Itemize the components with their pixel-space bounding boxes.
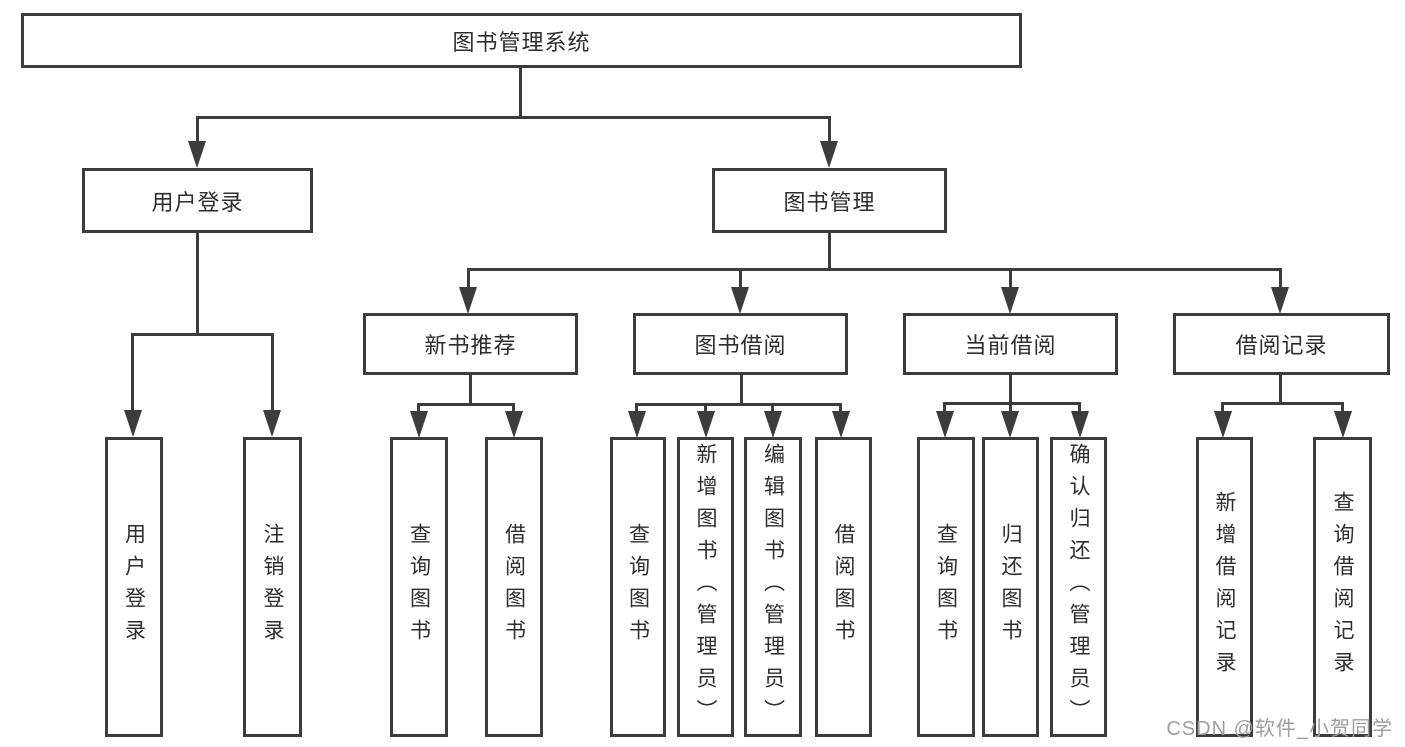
node-book-management: 图书管理 xyxy=(712,168,947,233)
connector-bor-stub-1 xyxy=(635,403,638,415)
connector-cur-stub-2 xyxy=(1009,402,1012,414)
arrowhead-current xyxy=(1001,287,1019,314)
node-label: 注销登录 xyxy=(261,523,285,651)
node-label: 新书推荐 xyxy=(424,333,517,358)
connector-level1-rail xyxy=(196,116,831,119)
leaf-user-logout: 注销登录 xyxy=(243,437,302,737)
arrowhead-logout-leaf xyxy=(263,410,281,437)
arrowhead-bor-query xyxy=(628,411,646,438)
node-label: 借阅图书 xyxy=(832,523,856,651)
leaf-borrow-borrow-books: 借阅图书 xyxy=(815,437,872,737)
arrowhead-recd-add xyxy=(1214,411,1232,438)
node-label: 新增借阅记录 xyxy=(1213,491,1237,683)
connector-recd-stub-2 xyxy=(1341,402,1344,414)
arrowhead-login-leaf xyxy=(124,410,142,437)
arrowhead-book-mgmt xyxy=(820,141,838,168)
connector-bor-stub-4 xyxy=(839,403,842,415)
arrowhead-rec-borrow xyxy=(505,411,523,438)
connector-root-stem xyxy=(519,68,522,118)
node-label: 借阅记录 xyxy=(1235,333,1328,358)
leaf-recommend-borrow-books: 借阅图书 xyxy=(485,437,543,737)
arrowhead-bor-edit xyxy=(764,411,782,438)
connector-stub-book xyxy=(828,116,831,144)
connector-rec-stub-2 xyxy=(512,403,515,415)
arrowhead-rec-query xyxy=(410,411,428,438)
node-user-login: 用户登录 xyxy=(82,168,313,233)
connector-records-stem xyxy=(1279,375,1282,405)
connector-l2-stub-3 xyxy=(1009,268,1012,290)
watermark-text: CSDN @软件_小贺同学 xyxy=(1166,718,1393,740)
leaf-current-query-books: 查询图书 xyxy=(917,437,975,737)
leaf-records-add-record: 新增借阅记录 xyxy=(1196,437,1253,737)
connector-recommend-rail xyxy=(418,403,515,406)
leaf-current-confirm-return-admin: 确认归还（管理员） xyxy=(1050,437,1107,737)
connector-borrow-stem xyxy=(740,375,743,406)
arrowhead-bor-borrow xyxy=(832,411,850,438)
connector-bor-stub-2 xyxy=(704,403,707,415)
arrowhead-recd-query xyxy=(1334,411,1352,438)
leaf-user-login: 用户登录 xyxy=(105,437,163,737)
node-label: 归还图书 xyxy=(999,523,1023,651)
connector-stub-user xyxy=(196,116,199,144)
arrowhead-bor-add xyxy=(697,411,715,438)
node-label: 图书管理 xyxy=(783,189,876,215)
connector-l2-stub-4 xyxy=(1279,268,1282,290)
leaf-borrow-query-books: 查询图书 xyxy=(610,437,666,737)
connector-user-stem xyxy=(196,233,199,336)
connector-book-stem xyxy=(828,233,831,271)
node-label: 查询图书 xyxy=(407,523,431,651)
connector-recommend-stem xyxy=(469,375,472,406)
node-system-root: 图书管理系统 xyxy=(21,13,1022,68)
node-label: 新增图书（管理员） xyxy=(694,443,718,731)
connector-current-rail xyxy=(944,402,1081,405)
node-label: 图书借阅 xyxy=(694,333,787,358)
arrowhead-cur-return xyxy=(1001,411,1019,438)
connector-level2-rail xyxy=(467,268,1281,271)
node-label: 用户登录 xyxy=(151,189,244,215)
arrowhead-cur-query xyxy=(936,411,954,438)
connector-rec-stub-1 xyxy=(417,403,420,415)
node-book-borrowing: 图书借阅 xyxy=(633,313,848,375)
connector-recd-stub-1 xyxy=(1221,402,1224,414)
arrowhead-records xyxy=(1271,287,1289,314)
leaf-current-return-books: 归还图书 xyxy=(982,437,1039,737)
node-new-book-recommend: 新书推荐 xyxy=(363,313,578,375)
leaf-recommend-query-books: 查询图书 xyxy=(390,437,448,737)
leaf-borrow-add-books-admin: 新增图书（管理员） xyxy=(677,437,734,737)
connector-records-rail xyxy=(1222,402,1344,405)
leaf-borrow-edit-books-admin: 编辑图书（管理员） xyxy=(744,437,802,737)
connector-l2-stub-1 xyxy=(467,268,470,290)
arrowhead-recommend xyxy=(459,287,477,314)
node-label: 当前借阅 xyxy=(964,333,1057,358)
node-label: 查询图书 xyxy=(934,523,958,651)
connector-l2-stub-2 xyxy=(739,268,742,290)
node-label: 查询借阅记录 xyxy=(1331,491,1355,683)
connector-user-stub-1 xyxy=(131,333,134,413)
node-current-borrowing: 当前借阅 xyxy=(903,313,1118,375)
arrowhead-borrow xyxy=(731,287,749,314)
node-borrow-records: 借阅记录 xyxy=(1173,313,1390,375)
node-label: 借阅图书 xyxy=(502,523,526,651)
leaf-records-query-record: 查询借阅记录 xyxy=(1313,437,1372,737)
node-label: 查询图书 xyxy=(626,523,650,651)
node-label: 用户登录 xyxy=(122,523,146,651)
node-label: 编辑图书（管理员） xyxy=(761,443,785,731)
connector-current-stem xyxy=(1009,375,1012,405)
arrowhead-cur-confirm xyxy=(1071,411,1089,438)
connector-user-stub-2 xyxy=(271,333,274,413)
connector-user-rail xyxy=(132,333,274,336)
arrowhead-user-login xyxy=(188,141,206,168)
connector-cur-stub-3 xyxy=(1078,402,1081,414)
node-label: 确认归还（管理员） xyxy=(1067,443,1091,731)
node-label: 图书管理系统 xyxy=(452,29,591,55)
connector-cur-stub-1 xyxy=(943,402,946,414)
connector-bor-stub-3 xyxy=(771,403,774,415)
connector-borrow-rail xyxy=(636,403,842,406)
